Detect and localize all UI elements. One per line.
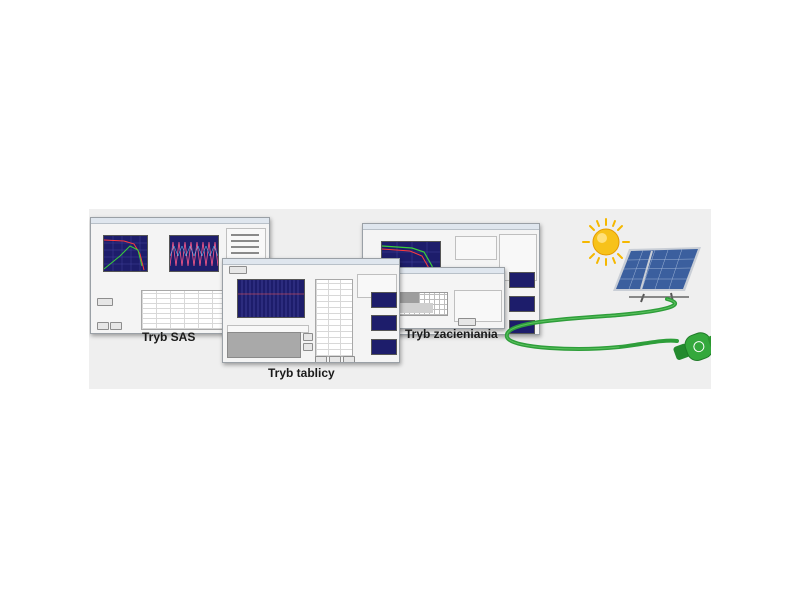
- run-button[interactable]: [303, 343, 313, 351]
- window-titlebar: [91, 218, 269, 224]
- iv-curve-plot: [103, 235, 148, 272]
- caption-sas-mode: Tryb SAS: [142, 330, 196, 344]
- power-plug-icon: [673, 332, 711, 361]
- shading-dialog: [393, 267, 505, 329]
- table-values: [315, 279, 353, 357]
- product-banner: Tryb SAS Tryb zacieniania: [89, 209, 711, 389]
- load-button[interactable]: [303, 333, 313, 341]
- save-button[interactable]: [110, 322, 122, 330]
- param-line: [231, 252, 259, 254]
- param-line: [231, 234, 259, 236]
- window-titlebar: [223, 259, 399, 265]
- apply-button[interactable]: [458, 318, 476, 326]
- stop-button[interactable]: [97, 322, 109, 330]
- shaded-cells: [399, 293, 419, 303]
- table-iv-plot: [237, 279, 305, 318]
- mini-plot: [371, 292, 397, 308]
- mini-plot: [371, 339, 397, 355]
- waveform-plot: [169, 235, 219, 272]
- table-action-button[interactable]: [329, 356, 341, 362]
- table-action-button[interactable]: [343, 356, 355, 362]
- sas-data-table: [141, 290, 226, 330]
- shaded-cells: [399, 303, 433, 313]
- power-cable-icon: [505, 297, 679, 351]
- dialog-titlebar: [394, 268, 504, 274]
- solar-illustration: [505, 218, 711, 361]
- table-mode-window: [222, 258, 400, 363]
- sun-icon: [582, 218, 630, 266]
- table-action-button[interactable]: [315, 356, 327, 362]
- mini-plot: [509, 296, 535, 312]
- window-titlebar: [363, 224, 539, 230]
- start-button[interactable]: [97, 298, 113, 306]
- solar-panel-icon: [613, 247, 701, 303]
- param-line: [231, 240, 259, 242]
- caption-table-mode: Tryb tablicy: [268, 366, 335, 380]
- tab-button[interactable]: [229, 266, 247, 274]
- mini-plot: [371, 315, 397, 331]
- mini-plot: [509, 272, 535, 288]
- shading-settings: [454, 290, 502, 322]
- table-input-area: [227, 332, 301, 358]
- caption-shading-mode: Tryb zacieniania: [405, 327, 498, 341]
- shading-parameters: [455, 236, 497, 260]
- param-line: [231, 246, 259, 248]
